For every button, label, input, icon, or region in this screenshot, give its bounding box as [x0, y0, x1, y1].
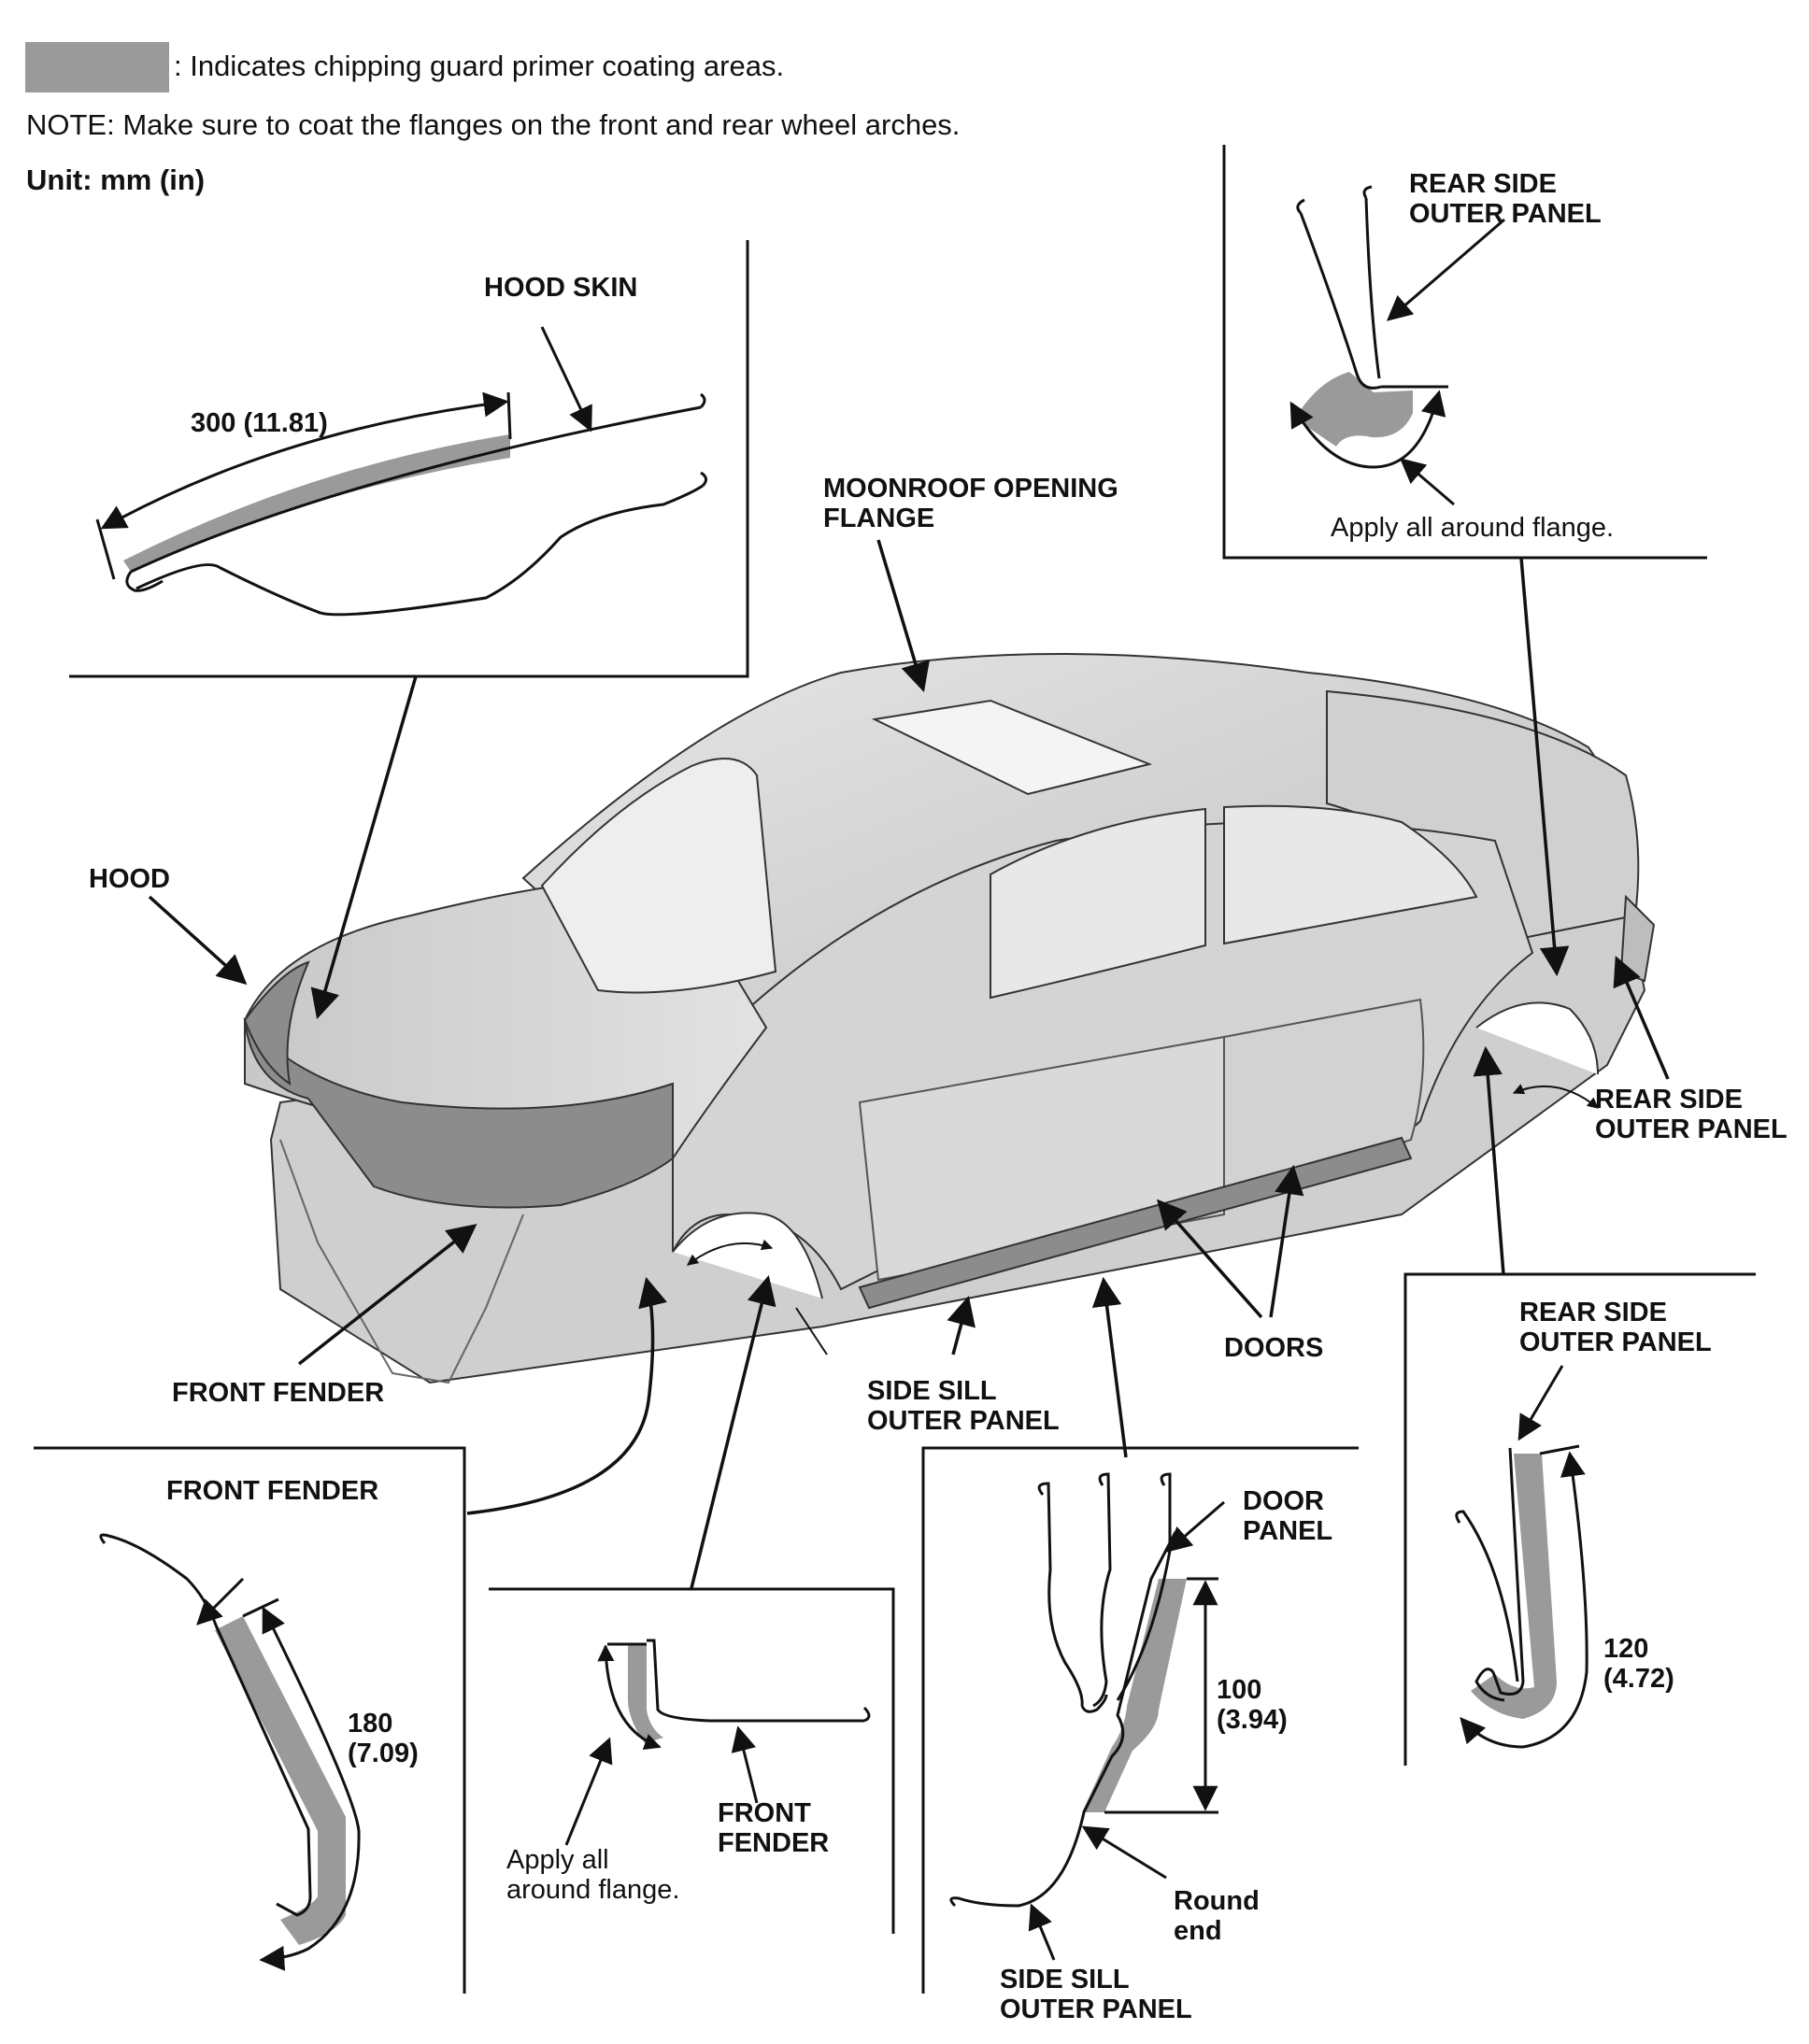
moonroof-opening — [871, 699, 1153, 796]
hood-skin-detail — [69, 240, 749, 678]
sill-dim-2: (3.94) — [1217, 1705, 1288, 1735]
front-fender-label: FRONT FENDER — [172, 1378, 384, 1408]
hood-inner-panel — [135, 484, 704, 617]
fender-flange-frame — [489, 1587, 895, 1934]
fender-flange-caption-2: around flange. — [506, 1875, 679, 1905]
front-fender-frame — [34, 1446, 466, 1994]
car-rear-door-window — [1223, 804, 1478, 945]
sill-hem — [1080, 1694, 1108, 1713]
main-leaders — [148, 539, 1670, 1589]
unit-text: Unit: mm (in) — [26, 163, 206, 196]
front-fender-dim-arc — [259, 1606, 361, 1971]
sill-coating — [1082, 1579, 1187, 1812]
fender-flange-arc — [597, 1644, 662, 1751]
hood-skin-end — [699, 392, 706, 409]
legend-text: : Indicates chipping guard primer coatin… — [174, 50, 785, 82]
hood-hem-edge — [125, 571, 164, 592]
sill-door-panel-1 — [1037, 1482, 1084, 1707]
rear-bottom-frame — [1403, 1272, 1756, 1766]
rear-top-detail — [1222, 145, 1707, 560]
rear-top-panel-inner — [1364, 197, 1381, 379]
sill-outer-label-1: SIDE SILL — [1000, 1965, 1130, 1994]
side-sill-label-2: OUTER PANEL — [867, 1406, 1060, 1436]
sill-round-label-1: Round — [1174, 1886, 1260, 1916]
hood-label: HOOD — [89, 864, 170, 894]
front-fender — [243, 1016, 674, 1209]
hood-dimension: 300 (11.81) — [191, 408, 328, 438]
sill-door-panel-3 — [1116, 1472, 1172, 1701]
front-structure — [279, 1139, 524, 1384]
fender-flange-label-1: FRONT — [718, 1798, 811, 1828]
rear-bottom-dim-1: 120 — [1603, 1634, 1648, 1664]
doors-label: DOORS — [1224, 1333, 1323, 1363]
sill-outer-panel — [949, 1531, 1177, 1908]
rear-bottom-detail — [1403, 1272, 1756, 1766]
side-sill-label-1: SIDE SILL — [867, 1376, 997, 1406]
rear-bottom-inner — [1455, 1510, 1519, 1682]
rear-wheel-arch — [1475, 1001, 1599, 1075]
moonroof-label-1: MOONROOF OPENING — [823, 474, 1118, 504]
car-windshield-opening — [540, 758, 777, 994]
note-text: NOTE: Make sure to coat the flanges on t… — [26, 108, 961, 141]
fender-flange-detail — [489, 1587, 895, 1934]
sill-door-panel-2 — [1092, 1472, 1112, 1708]
hood-detail-frame — [69, 240, 749, 678]
rear-top-panel-outer — [1299, 212, 1382, 390]
fender-flange-panel — [647, 1639, 864, 1723]
sill-outer-label-2: OUTER PANEL — [1000, 1994, 1192, 2024]
rear-lamp-recess — [1619, 894, 1656, 983]
sill-detail — [921, 1446, 1359, 1994]
rear-bottom-label-1: REAR SIDE — [1519, 1298, 1667, 1327]
rear-side-label-1: REAR SIDE — [1595, 1085, 1743, 1114]
rear-top-label-1: REAR SIDE — [1409, 169, 1557, 199]
fender-flange-caption-1: Apply all — [506, 1845, 609, 1875]
rear-bottom-arc — [1460, 1451, 1588, 1749]
hood-front-coating — [243, 960, 310, 1086]
front-fender-dim-1: 180 — [348, 1709, 392, 1739]
hood-skin-label: HOOD SKIN — [484, 273, 637, 303]
legend-swatch — [25, 42, 169, 92]
front-fender-panel — [99, 1533, 312, 1917]
side-sill-coating — [858, 1136, 1413, 1310]
sill-dim-1: 100 — [1217, 1675, 1261, 1705]
car-front-door-window — [990, 807, 1206, 1000]
sill-round-label-2: end — [1174, 1916, 1222, 1946]
front-fender-detail-label: FRONT FENDER — [166, 1476, 378, 1506]
hood-dimension-arc — [100, 391, 509, 530]
front-fender-detail — [34, 1446, 466, 1994]
rear-top-frame — [1222, 145, 1707, 560]
rear-top-caption: Apply all around flange. — [1331, 513, 1614, 543]
rear-top-arc — [1289, 390, 1446, 469]
rear-bottom-label-2: OUTER PANEL — [1519, 1327, 1712, 1357]
sill-detail-frame — [921, 1446, 1359, 1994]
moonroof-label-2: FLANGE — [823, 504, 934, 533]
sill-door-label-1: DOOR — [1243, 1486, 1324, 1516]
front-fender-dim-2: (7.09) — [348, 1739, 419, 1768]
rear-bottom-dim-2: (4.72) — [1603, 1664, 1674, 1694]
rear-top-label-2: OUTER PANEL — [1409, 199, 1602, 229]
fender-flange-label-2: FENDER — [718, 1828, 829, 1858]
car-body — [243, 653, 1656, 1384]
sill-door-label-2: PANEL — [1243, 1516, 1332, 1546]
rear-side-label-2: OUTER PANEL — [1595, 1114, 1788, 1144]
car-rear-door — [1223, 998, 1425, 1207]
